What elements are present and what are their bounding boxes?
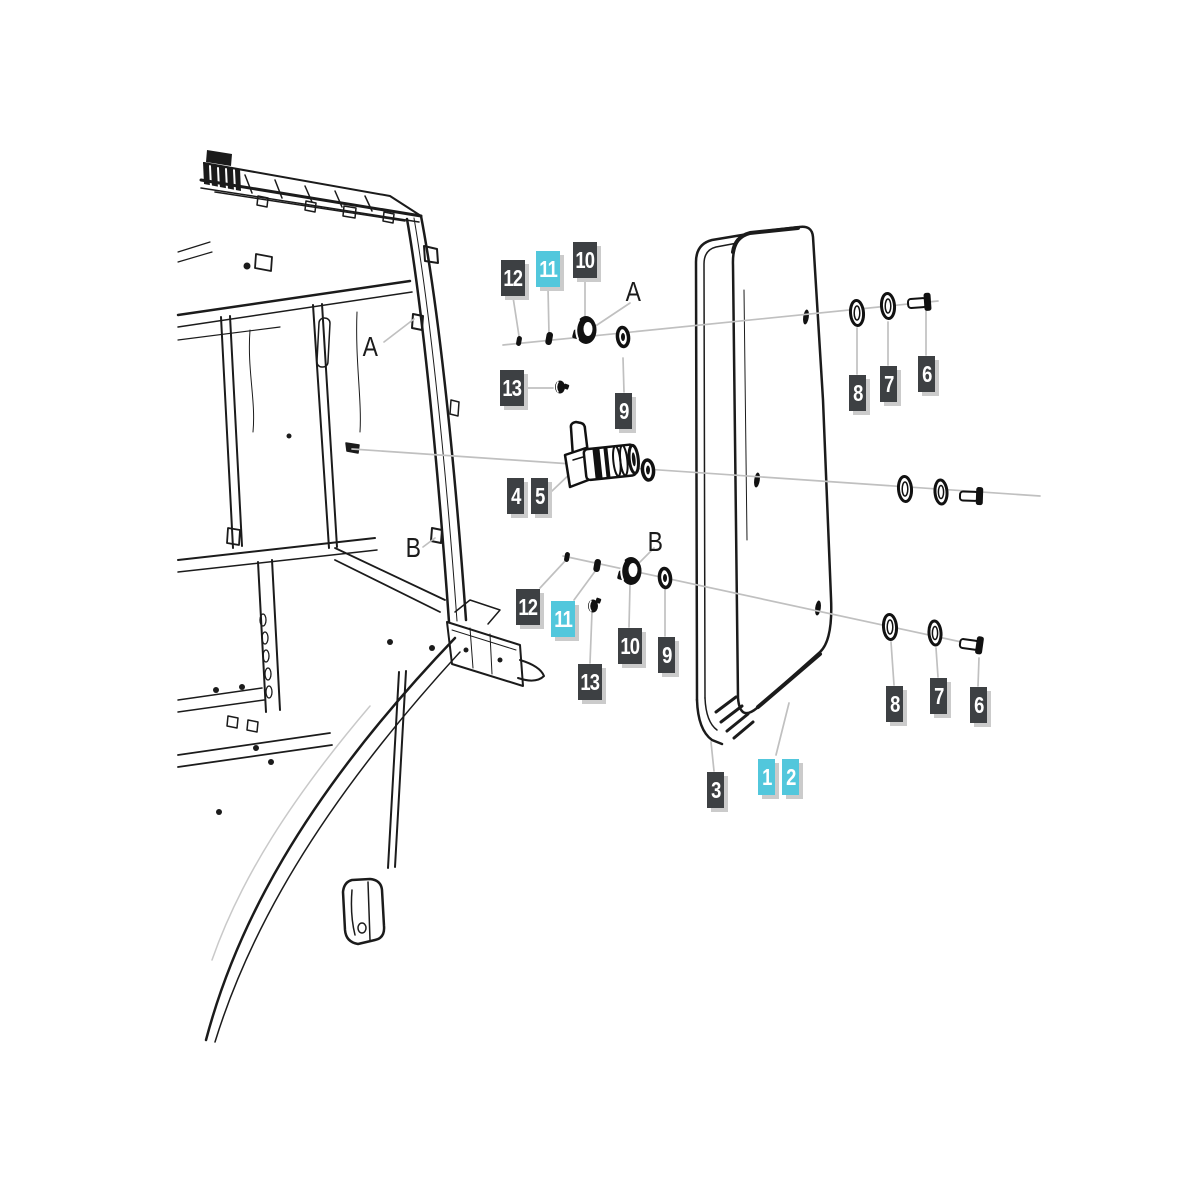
hinge-bracket-10 bbox=[572, 316, 597, 344]
part-label-13-lower[interactable]: 13 bbox=[578, 664, 602, 700]
part-label-5[interactable]: 5 bbox=[531, 478, 548, 514]
hinge-bracket-10-lower bbox=[617, 557, 642, 585]
part-label-6-upper[interactable]: 6 bbox=[918, 356, 935, 392]
fender-arc bbox=[204, 636, 457, 1042]
nut-11 bbox=[545, 332, 554, 346]
washer-mid-1 bbox=[896, 475, 914, 503]
part-label-9-lower[interactable]: 9 bbox=[658, 637, 675, 673]
part-label-1[interactable]: 1 bbox=[758, 759, 775, 795]
part-label-10-lower[interactable]: 10 bbox=[618, 628, 642, 664]
part-label-10-upper[interactable]: 10 bbox=[573, 242, 597, 278]
bolt-6 bbox=[906, 292, 932, 311]
part-label-8-lower[interactable]: 8 bbox=[886, 686, 903, 722]
part-label-8-upper[interactable]: 8 bbox=[849, 375, 866, 411]
part-label-11-upper[interactable]: 11 bbox=[536, 251, 560, 287]
pin-12-lower bbox=[564, 552, 570, 562]
washer-8 bbox=[848, 299, 866, 327]
grommet-9 bbox=[615, 325, 631, 349]
washer-8-lower bbox=[881, 613, 899, 641]
ref-letter-b-cab: B bbox=[405, 532, 422, 563]
part-label-12-lower[interactable]: 12 bbox=[516, 589, 540, 625]
nut-11-lower bbox=[593, 559, 602, 573]
latch-cylinder-5 bbox=[582, 443, 640, 482]
washer-7-lower bbox=[927, 619, 943, 647]
cab-frame bbox=[176, 150, 545, 1043]
washer-7 bbox=[879, 292, 897, 320]
part-label-4[interactable]: 4 bbox=[507, 478, 524, 514]
axis-upper-row bbox=[502, 300, 939, 346]
part-label-7-lower[interactable]: 7 bbox=[930, 678, 947, 714]
part-label-12-upper[interactable]: 12 bbox=[501, 260, 525, 296]
ref-letter-a-upper: A bbox=[625, 276, 642, 307]
part-label-11-lower[interactable]: 11 bbox=[551, 601, 575, 637]
part-label-3[interactable]: 3 bbox=[707, 772, 724, 808]
ref-letter-b-lower: B bbox=[647, 526, 664, 557]
hardware-lower-row bbox=[564, 552, 984, 655]
part-label-7-upper[interactable]: 7 bbox=[880, 366, 897, 402]
glass-panel bbox=[731, 225, 833, 715]
rear-pillar bbox=[405, 217, 451, 624]
caster-bracket bbox=[341, 877, 386, 946]
pin-12 bbox=[516, 336, 522, 346]
grommet-latch bbox=[640, 458, 656, 482]
washer-mid-2 bbox=[933, 478, 949, 506]
bolt-mid bbox=[958, 487, 984, 506]
window-seal bbox=[694, 232, 750, 746]
hardware-upper-row bbox=[516, 292, 932, 394]
screw-13-lower bbox=[588, 597, 602, 613]
screw-13 bbox=[555, 380, 570, 394]
hinge-mount-a bbox=[411, 313, 424, 331]
part-label-9-upper[interactable]: 9 bbox=[615, 393, 632, 429]
grommet-9-lower bbox=[657, 566, 673, 590]
ref-letter-a-cab: A bbox=[362, 331, 379, 362]
latch-striker bbox=[345, 442, 360, 454]
part-label-13-upper[interactable]: 13 bbox=[500, 370, 524, 406]
part-label-6-lower[interactable]: 6 bbox=[970, 687, 987, 723]
part-label-2[interactable]: 2 bbox=[782, 759, 799, 795]
hinge-mount-b bbox=[430, 527, 443, 544]
glass-pin bbox=[803, 309, 809, 325]
bolt-6-lower bbox=[958, 636, 984, 655]
hardware-latch-row bbox=[563, 420, 984, 506]
axis-middle-row bbox=[351, 448, 1041, 497]
window-glass bbox=[714, 225, 833, 740]
